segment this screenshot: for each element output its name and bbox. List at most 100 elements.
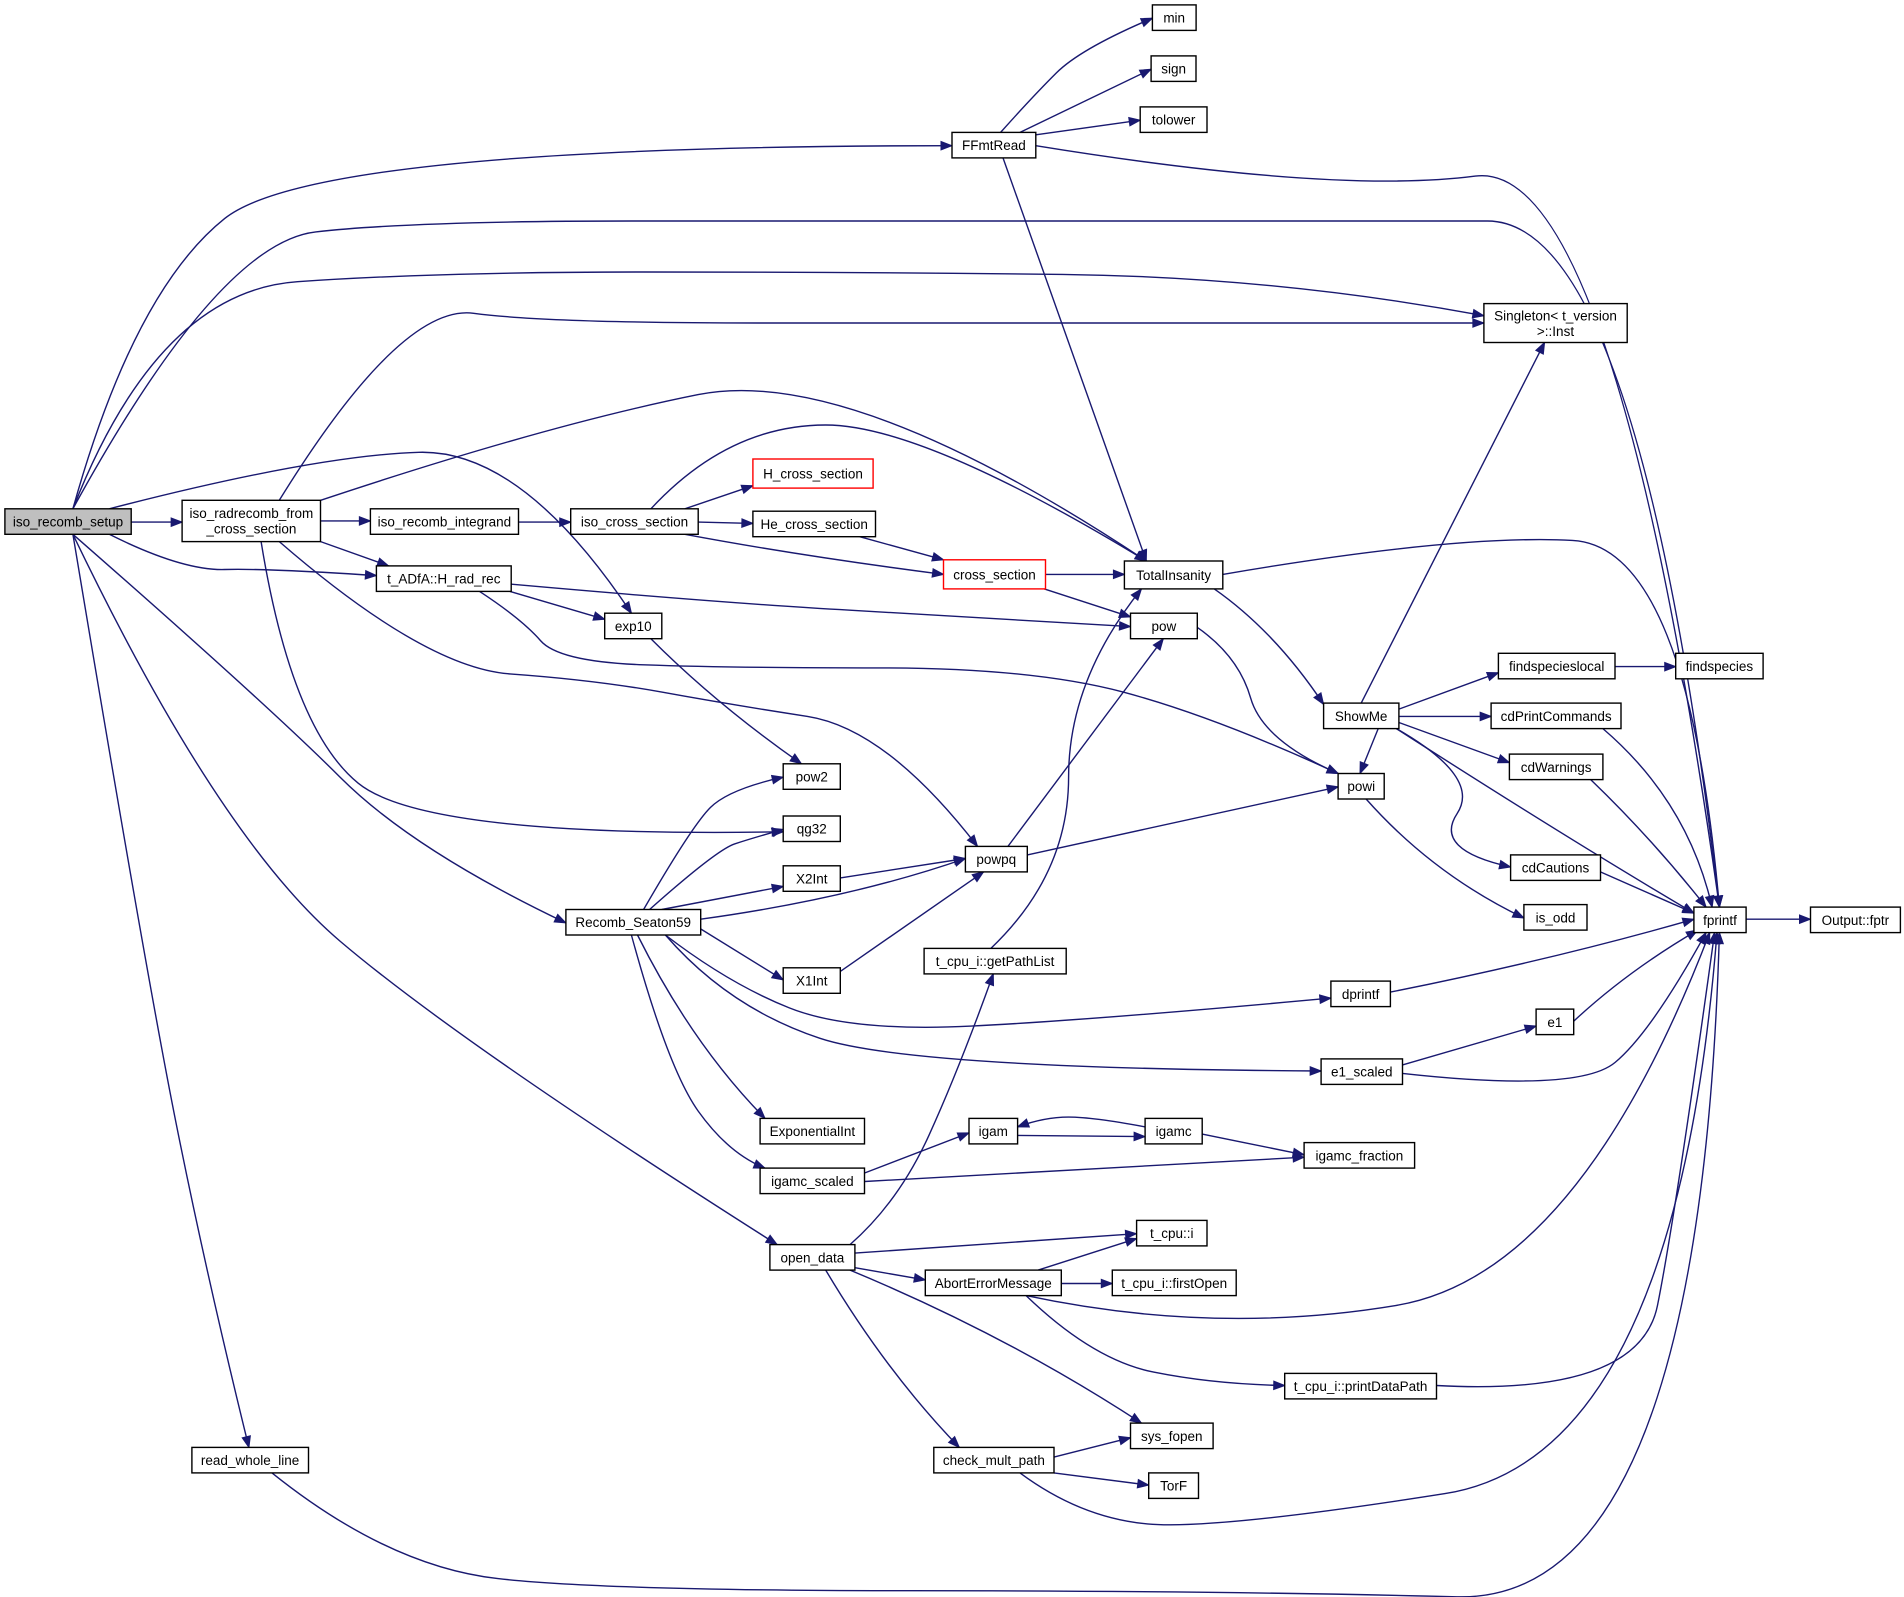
node-box[interactable] [1330,980,1392,1008]
node-Output_fptr[interactable]: Output::fptr [1809,906,1902,934]
node-powi[interactable]: powi [1337,772,1385,800]
node-igam[interactable]: igam [968,1117,1019,1145]
node-box[interactable] [769,1243,856,1271]
node-box[interactable] [1508,753,1604,781]
node-box[interactable] [1523,903,1588,931]
node-box[interactable] [1809,906,1902,934]
node-pow[interactable]: pow [1129,612,1199,640]
node-box[interactable] [604,612,663,640]
node-box[interactable] [964,845,1029,873]
node-box[interactable] [1497,652,1616,680]
node-t_cpu_i[interactable]: t_cpu::i [1135,1219,1208,1247]
node-cdPrintCommands[interactable]: cdPrintCommands [1490,702,1622,730]
node-sys_fopen[interactable]: sys_fopen [1129,1422,1214,1450]
node-box[interactable] [759,1167,866,1195]
node-box[interactable] [1320,1058,1404,1086]
node-dprintf[interactable]: dprintf [1330,980,1392,1008]
node-open_data[interactable]: open_data [769,1243,856,1271]
node-box[interactable] [1283,1372,1438,1400]
node-box[interactable] [1147,1472,1200,1500]
node-e1_scaled[interactable]: e1_scaled [1320,1058,1404,1086]
node-Singleton[interactable]: Singleton< t_version>::Inst [1483,302,1628,344]
node-H_rad_rec[interactable]: t_ADfA::H_rad_rec [375,565,512,593]
node-box[interactable] [782,763,842,790]
node-box[interactable] [752,458,874,489]
node-box[interactable] [181,499,322,543]
node-box[interactable] [933,1446,1055,1474]
node-box[interactable] [1490,702,1622,730]
node-box[interactable] [1674,652,1764,680]
node-read_whole_line[interactable]: read_whole_line [191,1446,310,1474]
node-box[interactable] [191,1446,310,1474]
node-Recomb_Seaton59[interactable]: Recomb_Seaton59 [565,908,702,936]
node-is_odd[interactable]: is_odd [1523,903,1588,931]
node-ExponentialInt[interactable]: ExponentialInt [759,1117,866,1145]
node-X1Int[interactable]: X1Int [782,967,842,994]
node-box[interactable] [1129,1422,1214,1450]
node-check_mult_path[interactable]: check_mult_path [933,1446,1055,1474]
node-iso_recomb_setup[interactable]: iso_recomb_setup [4,508,132,535]
node-X2Int[interactable]: X2Int [782,865,842,892]
node-box[interactable] [752,510,877,538]
node-getPathList[interactable]: t_cpu_i::getPathList [923,947,1067,975]
node-box[interactable] [1129,612,1199,640]
node-box[interactable] [1337,772,1385,800]
node-box[interactable] [1151,4,1197,32]
node-cdWarnings[interactable]: cdWarnings [1508,753,1604,781]
node-e1[interactable]: e1 [1535,1008,1575,1036]
node-igamc_fraction[interactable]: igamc_fraction [1303,1141,1416,1169]
node-box[interactable] [968,1117,1019,1145]
node-FFmtRead[interactable]: FFmtRead [951,131,1037,159]
node-box[interactable] [1123,560,1224,590]
node-box[interactable] [1139,106,1208,134]
node-min[interactable]: min [1151,4,1197,32]
node-ShowMe[interactable]: ShowMe [1322,702,1400,730]
node-iso_radrecomb[interactable]: iso_radrecomb_from_cross_section [181,499,322,543]
node-iso_recomb_integrand[interactable]: iso_recomb_integrand [369,508,520,535]
node-findspecies[interactable]: findspecies [1674,652,1764,680]
node-box[interactable] [570,508,699,535]
node-box[interactable] [1135,1219,1208,1247]
node-He_cross_section[interactable]: He_cross_section [752,510,877,538]
node-box[interactable] [759,1117,866,1145]
node-cdCautions[interactable]: cdCautions [1509,854,1602,882]
node-box[interactable] [565,908,702,936]
node-tolower[interactable]: tolower [1139,106,1208,134]
node-box[interactable] [782,815,842,843]
node-igamc[interactable]: igamc [1144,1117,1203,1145]
node-box[interactable] [1535,1008,1575,1036]
node-igamc_scaled[interactable]: igamc_scaled [759,1167,866,1195]
node-powpq[interactable]: powpq [964,845,1029,873]
node-firstOpen[interactable]: t_cpu_i::firstOpen [1111,1269,1237,1297]
node-box[interactable] [951,131,1037,159]
node-box[interactable] [942,559,1047,590]
node-box[interactable] [375,565,512,593]
node-box[interactable] [1150,55,1197,83]
node-iso_cross_section[interactable]: iso_cross_section [570,508,699,535]
node-sign[interactable]: sign [1150,55,1197,83]
node-cross_section[interactable]: cross_section [942,559,1047,590]
node-qg32[interactable]: qg32 [782,815,842,843]
node-H_cross_section[interactable]: H_cross_section [752,458,874,489]
node-printDataPath[interactable]: t_cpu_i::printDataPath [1283,1372,1438,1400]
node-box[interactable] [1111,1269,1237,1297]
node-box[interactable] [1144,1117,1203,1145]
node-findspecieslocal[interactable]: findspecieslocal [1497,652,1616,680]
node-box[interactable] [1322,702,1400,730]
node-box[interactable] [782,865,842,892]
node-TorF[interactable]: TorF [1147,1472,1200,1500]
node-pow2[interactable]: pow2 [782,763,842,790]
node-fprintf[interactable]: fprintf [1693,906,1747,934]
node-box[interactable] [1693,906,1747,934]
node-box[interactable] [923,947,1067,975]
node-box[interactable] [924,1269,1062,1297]
node-box[interactable] [1483,302,1628,344]
node-AbortErrorMessage[interactable]: AbortErrorMessage [924,1269,1062,1297]
node-TotalInsanity[interactable]: TotalInsanity [1123,560,1224,590]
node-exp10[interactable]: exp10 [604,612,663,640]
node-box[interactable] [4,508,132,535]
node-box[interactable] [782,967,842,994]
node-box[interactable] [1303,1141,1416,1169]
node-box[interactable] [1509,854,1602,882]
node-box[interactable] [369,508,520,535]
